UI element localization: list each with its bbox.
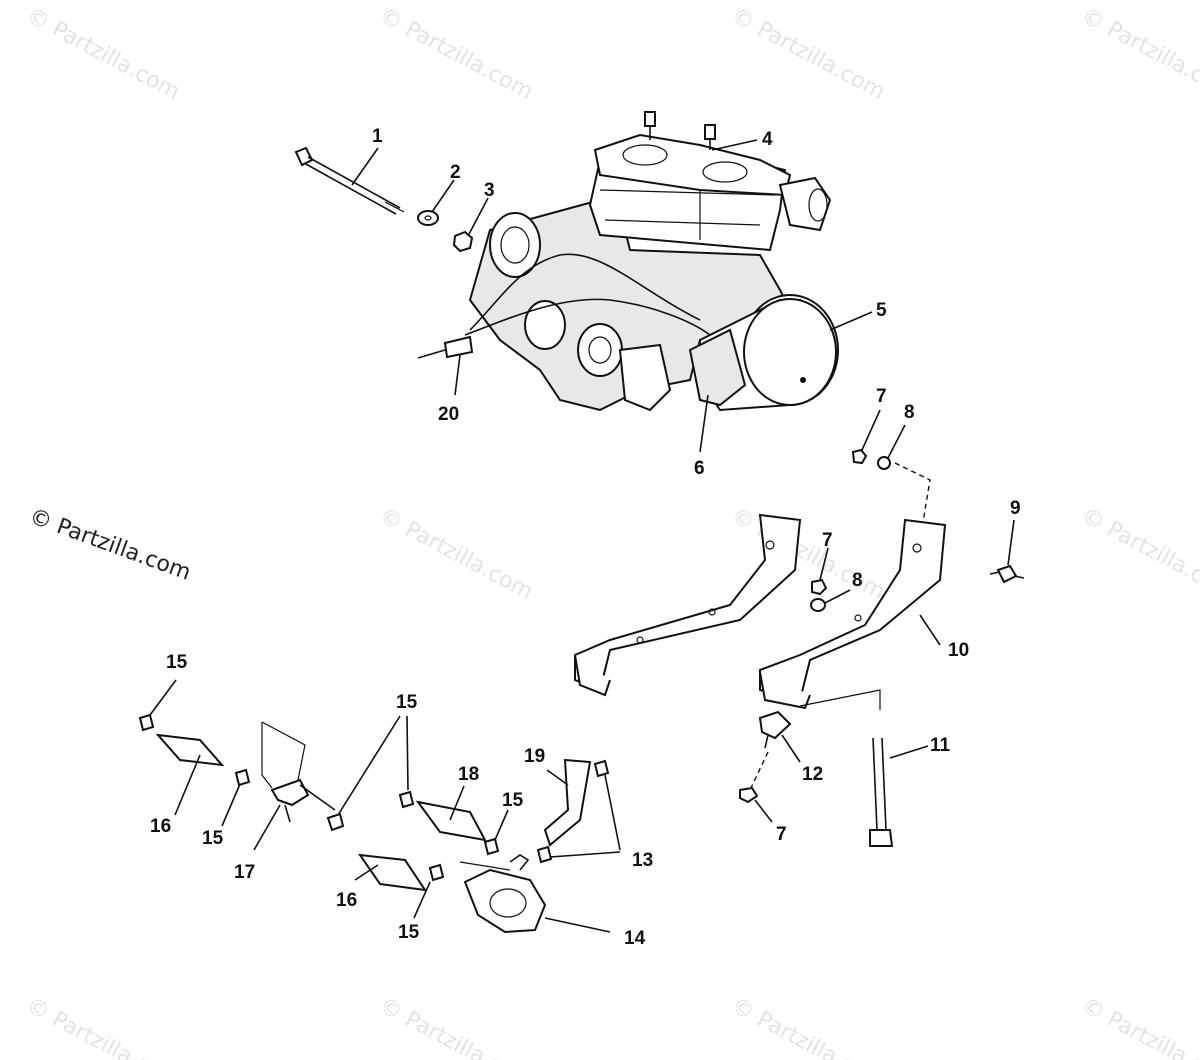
watermark: © Partzilla.com	[22, 993, 184, 1060]
hose-part-16	[357, 853, 428, 892]
hose-clamp-15	[234, 768, 251, 787]
callout-15: 15	[502, 790, 524, 811]
callout-labels: 1 2 3 4 5 6 7 8 9 7 8 10 11 12 7 15 16 1…	[150, 126, 1021, 949]
callout-15: 15	[396, 692, 418, 713]
mount-part-9	[989, 564, 1025, 584]
callout-13: 13	[632, 850, 653, 871]
callout-19: 19	[524, 746, 545, 767]
nut-part-7	[851, 448, 868, 465]
callout-15: 15	[202, 828, 224, 849]
hose-clamp-15	[398, 790, 415, 809]
hose-clamp-15	[326, 812, 345, 832]
callout-1: 1	[372, 126, 383, 147]
callout-9: 9	[1010, 498, 1021, 519]
callout-16: 16	[336, 890, 357, 911]
valve-part-17	[261, 721, 336, 823]
washer-part-8	[810, 598, 826, 612]
watermark: © Partzilla.com	[375, 993, 537, 1060]
watermark: © Partzilla.com	[375, 503, 537, 605]
callout-14: 14	[624, 928, 646, 949]
hose-clamp-15	[428, 863, 445, 882]
hose-clamp-15	[483, 837, 500, 856]
callout-7: 7	[776, 824, 787, 845]
nut-part-7	[811, 578, 828, 596]
bolt-part-11	[869, 737, 894, 847]
callout-16: 16	[150, 816, 171, 837]
callout-8: 8	[852, 570, 863, 591]
washer-part-2	[417, 210, 439, 226]
callout-15: 15	[398, 922, 420, 943]
callout-12: 12	[802, 764, 823, 785]
watermark: © Partzilla.com	[1077, 3, 1200, 105]
callout-3: 3	[484, 180, 495, 201]
callout-5: 5	[876, 300, 887, 321]
partzilla-brand: © Partzilla.com	[26, 504, 194, 586]
callout-20: 20	[438, 404, 459, 425]
callout-7: 7	[822, 530, 833, 551]
callout-8: 8	[904, 402, 915, 423]
hose-clamp-13	[536, 845, 553, 864]
nut-part-3	[452, 230, 474, 253]
watermark: © Partzilla.com	[727, 3, 889, 105]
callout-2: 2	[450, 162, 461, 183]
hose-part-18	[415, 800, 487, 842]
nut-part-7	[739, 786, 759, 804]
washer-part-8	[877, 456, 891, 470]
watermark: © Partzilla.com	[1077, 993, 1200, 1060]
callout-17: 17	[234, 862, 255, 883]
pump-housing-part-14	[459, 854, 547, 934]
mount-part-12	[758, 710, 792, 749]
watermark: © Partzilla.com	[375, 3, 537, 105]
watermark: © Partzilla.com	[22, 3, 184, 105]
callout-11: 11	[930, 735, 951, 756]
hose-clamp-15	[593, 759, 610, 778]
hose-clamp-15	[138, 713, 155, 732]
bolt-part-1	[294, 146, 405, 215]
watermark: © Partzilla.com	[727, 993, 889, 1060]
hose-part-16	[155, 733, 225, 767]
callout-18: 18	[458, 764, 479, 785]
callout-6: 6	[694, 458, 705, 479]
leader-lines	[149, 139, 1015, 933]
callout-7: 7	[876, 386, 887, 407]
engine-mount-brackets	[574, 513, 947, 710]
callout-10: 10	[948, 640, 969, 661]
engine-assembly	[417, 111, 839, 412]
callout-15: 15	[166, 652, 188, 673]
watermark: © Partzilla.com	[1077, 503, 1200, 605]
hose-part-19	[543, 758, 592, 847]
callout-4: 4	[762, 129, 773, 150]
